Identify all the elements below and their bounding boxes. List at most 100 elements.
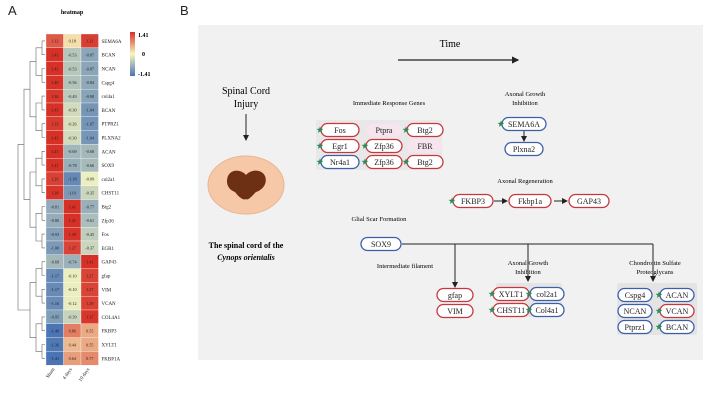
spinal-cord-illustration xyxy=(207,155,285,215)
section-axonal-regeneration: Axonal Regeneration xyxy=(497,178,553,185)
heatmap-cell-value: -0.68 xyxy=(85,149,94,154)
gene-label-fkbp3: FKBP3 xyxy=(461,197,485,206)
injury-title-line2: Injury xyxy=(234,99,258,110)
heatmap-cell-value: 1.41 xyxy=(69,204,76,209)
heatmap-row-label: BCAN xyxy=(102,109,116,114)
heatmap-cell-value: -0.84 xyxy=(85,80,95,85)
heatmap-cell-value: -0.12 xyxy=(68,301,77,306)
heatmap-cell-value: 1.29 xyxy=(51,177,58,182)
gene-label-btg2b: Btg2 xyxy=(417,158,433,167)
heatmap-cell-value: -1.36 xyxy=(50,342,59,347)
section-glial-scar: Glial Scar Formation xyxy=(352,216,408,223)
dendrogram-branch xyxy=(35,102,42,131)
heatmap-cell-value: -1.04 xyxy=(85,108,95,113)
gene-label-bcan: BCAN xyxy=(666,323,688,332)
heatmap-cell-value: 0.64 xyxy=(69,356,77,361)
heatmap-cell-value: 1.41 xyxy=(51,135,58,140)
gene-label-fbr: FBR xyxy=(417,142,433,151)
heatmap-cell-value: -1.40 xyxy=(50,329,59,334)
heatmap-cell-value: 1.31 xyxy=(86,39,93,44)
dendrogram-branch xyxy=(41,206,45,221)
heatmap-cell-value: -0.53 xyxy=(68,66,77,71)
heatmap-cell-value: 1.12 xyxy=(51,39,58,44)
star-icon xyxy=(655,323,663,330)
heatmap-cell-value: 1.41 xyxy=(69,218,76,223)
star-icon xyxy=(361,142,369,149)
star-icon xyxy=(488,290,496,297)
pathway-diagram: Time Spinal Cord Injury The spinal cord … xyxy=(198,25,703,360)
heatmap-cell-value: -1.41 xyxy=(50,356,59,361)
star-icon xyxy=(488,306,496,313)
dendrogram-branch xyxy=(41,316,45,331)
dendrogram-branch xyxy=(41,68,45,83)
dendrogram-branch xyxy=(29,171,36,228)
heatmap-column-label: 4 days xyxy=(62,367,74,380)
heatmap-cell-value: -0.87 xyxy=(85,53,94,58)
heatmap-cell-value: 0.77 xyxy=(86,356,93,361)
heatmap-cell-value: -0.26 xyxy=(68,122,77,127)
heatmap-row-label: XYLT1 xyxy=(102,344,118,349)
gene-label-vcan: VCAN xyxy=(666,307,689,316)
gene-label-chst11: CHST11 xyxy=(497,306,525,315)
dendrogram-branch xyxy=(35,47,42,76)
heatmap-cell-value: -0.45 xyxy=(85,232,94,237)
heatmap-cell-value: -1.01 xyxy=(68,191,77,196)
heatmap-cell-value: 1.27 xyxy=(69,246,76,251)
caption-line2: Cynops orientalis xyxy=(217,253,275,262)
gene-pills: FosEgr1Nr4a1PtpraZfp36Zfp36Btg2FBRBtg2SE… xyxy=(316,116,695,335)
dendrogram-branch xyxy=(41,151,45,166)
heatmap-cell-value: 0.18 xyxy=(69,39,76,44)
gene-label-nr4a1: Nr4a1 xyxy=(330,158,350,167)
section-chondroitin-2: Proteoglycans xyxy=(637,269,674,276)
gene-label-fos: Fos xyxy=(334,126,346,135)
heatmap-cell-value: -0.77 xyxy=(85,204,94,209)
heatmap-row-label: CHST11 xyxy=(102,192,120,197)
heatmap-cell-value: -1.16 xyxy=(50,301,59,306)
heatmap-cell-value: 1.41 xyxy=(51,66,58,71)
dendrogram xyxy=(17,40,45,359)
dendrogram-branch xyxy=(35,323,42,352)
gene-label-ptpra: Ptpra xyxy=(376,126,393,135)
gene-label-plxna2: Plxna2 xyxy=(513,145,535,154)
dendrogram-branch xyxy=(41,233,45,249)
heatmap-cell-value: -1.00 xyxy=(50,246,59,251)
gene-pill-vim xyxy=(436,303,474,319)
heatmap-row-label: Fos xyxy=(102,233,109,238)
heatmap-row-label: VIM xyxy=(102,288,112,293)
heatmap-row-label: VCAN xyxy=(102,302,117,307)
heatmap-cell-value: -0.81 xyxy=(50,204,59,209)
star-icon xyxy=(361,158,369,165)
heatmap-cell-value: -0.66 xyxy=(85,163,94,168)
heatmap-cell xyxy=(80,351,99,366)
heatmap-cell-value: -0.74 xyxy=(68,260,78,265)
gene-pill-gap43 xyxy=(568,193,610,209)
legend-min: -1.41 xyxy=(138,72,151,78)
gene-pill-gfap xyxy=(436,287,474,303)
legend-mid: 0 xyxy=(142,52,145,58)
heatmap-cell-value: 1.41 xyxy=(51,163,58,168)
star-icon xyxy=(655,307,663,314)
heatmap-row-label: FKBP3 xyxy=(102,330,118,335)
heatmap-cell-value: 0.86 xyxy=(69,329,76,334)
star-icon xyxy=(448,197,456,204)
dendrogram-branch xyxy=(35,157,42,187)
dendrogram-branch xyxy=(41,289,45,304)
heatmap-cell-value: -0.49 xyxy=(68,94,77,99)
heatmap-cell-value: 1.37 xyxy=(86,315,93,320)
gene-pill-fbr xyxy=(407,139,443,153)
heatmap-row-label: PTPRZ1 xyxy=(102,123,120,128)
dendrogram-branch xyxy=(41,344,45,359)
gene-pill-ptprz1 xyxy=(617,319,653,335)
star-icon xyxy=(316,142,324,149)
dendrogram-branch xyxy=(29,61,36,118)
heatmap-row-label: PLXNA2 xyxy=(102,137,122,142)
heatmap-cell-value: -0.39 xyxy=(68,315,77,320)
section-chondroitin-1: Chondroitin Sulfate xyxy=(629,260,681,267)
heatmap-cell-value: -0.87 xyxy=(85,66,94,71)
gene-label-sox9: SOX9 xyxy=(371,240,391,249)
heatmap-cell-value: -1.07 xyxy=(85,122,94,127)
caption-line1: The spinal cord of the xyxy=(209,241,284,250)
heatmap-cell-value: -1.17 xyxy=(50,287,59,292)
